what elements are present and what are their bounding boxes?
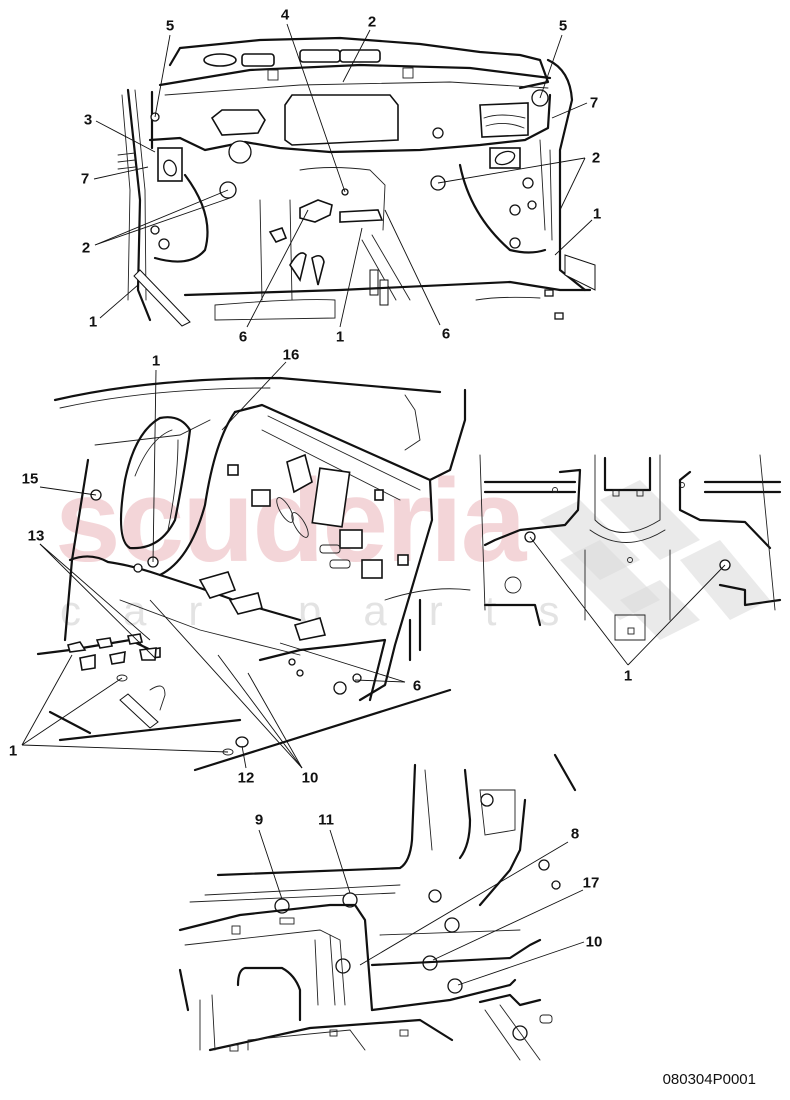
callout-16: 16 [282,346,300,364]
front-bulkhead-drawing [117,36,596,327]
callout-1: 1 [88,313,98,331]
floor-tunnel-leaders [529,536,726,666]
callout-1: 1 [623,667,633,685]
rear-interior-leaders [21,361,406,769]
callout-10: 10 [301,769,319,787]
callout-9: 9 [254,811,264,829]
callout-11: 11 [318,811,334,829]
callout-7: 7 [589,94,599,112]
callout-3: 3 [83,111,93,129]
callout-6: 6 [441,325,451,343]
callout-2: 2 [367,13,377,31]
callout-10: 10 [585,933,603,951]
callout-13: 13 [27,527,45,545]
diagram-reference-code: 080304P0001 [662,1071,756,1088]
callout-17: 17 [582,874,600,892]
callout-15: 15 [21,470,39,488]
callout-1: 1 [335,328,345,346]
callout-2: 2 [591,149,601,167]
callout-6: 6 [412,677,422,695]
callout-4: 4 [280,6,290,24]
front-bulkhead-leaders [93,23,593,328]
watermark-brand: scuderia [55,455,526,587]
callout-1: 1 [592,205,602,223]
callout-5: 5 [165,17,175,35]
rear-interior-drawing [36,376,471,772]
callout-1: 1 [8,742,18,760]
rear-floor-drawing [178,753,577,1061]
callout-7: 7 [80,170,90,188]
callout-6: 6 [238,328,248,346]
callout-2: 2 [81,239,91,257]
rear-floor-leaders [258,829,585,986]
callout-1: 1 [151,352,161,370]
callout-12: 12 [237,769,255,787]
callout-5: 5 [558,17,568,35]
floor-tunnel-drawing [479,454,782,641]
callout-8: 8 [570,825,580,843]
